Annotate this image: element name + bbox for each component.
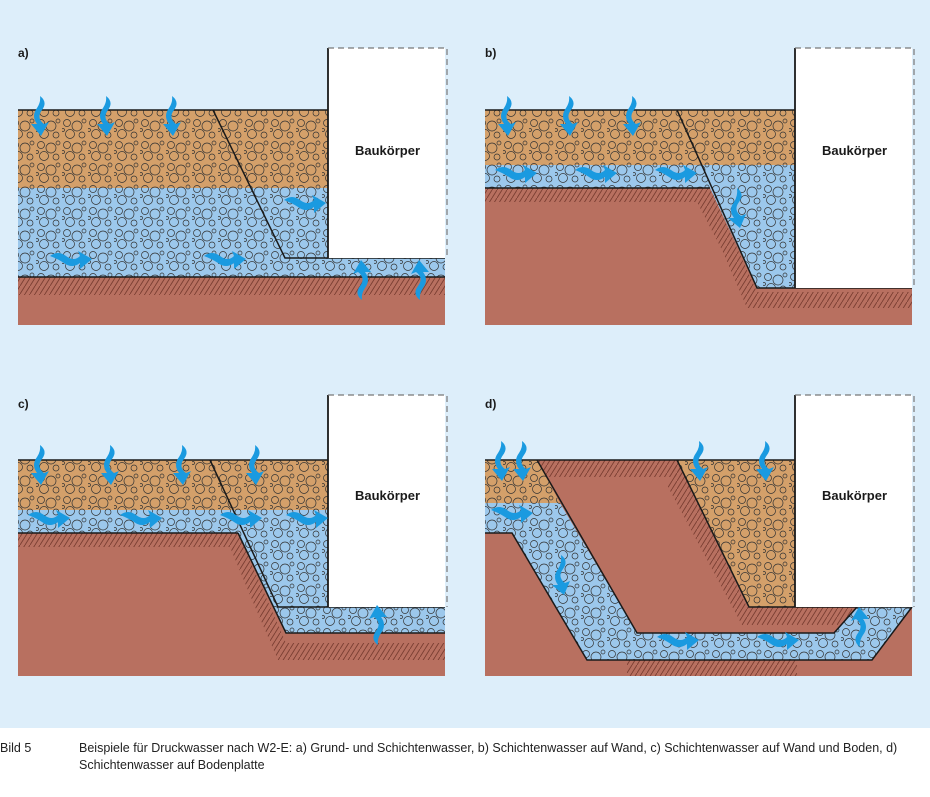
- arrow-up-icon: [353, 260, 371, 300]
- water-arrows: [495, 96, 746, 228]
- arrow-right-icon: [495, 165, 537, 183]
- panel-b-drawing: [485, 47, 915, 325]
- building-label: Baukörper: [355, 488, 421, 503]
- arrow-right-icon: [50, 251, 92, 269]
- arrow-down-icon: [560, 96, 578, 136]
- panel-d-drawing: [485, 394, 915, 676]
- caption-number: Bild 5: [0, 741, 32, 755]
- arrow-down-icon: [246, 445, 264, 485]
- water-arrows: [31, 96, 429, 300]
- arrow-down-icon: [31, 96, 49, 136]
- arrow-up-icon: [411, 260, 429, 300]
- arrow-right-icon: [120, 510, 162, 528]
- panel-c-drawing: [18, 394, 448, 676]
- caption-text: Beispiele für Druckwasser nach W2-E: a) …: [79, 741, 898, 772]
- arrow-up-icon: [851, 607, 869, 647]
- arrow-down-icon: [492, 441, 510, 481]
- panel-label: b): [485, 46, 497, 60]
- arrow-up-icon: [369, 605, 387, 645]
- arrow-down-icon: [173, 445, 191, 485]
- panel-b: b) Baukörper: [477, 30, 917, 330]
- panel-label: c): [18, 397, 29, 411]
- panel-a: a) Baukörper: [10, 30, 450, 330]
- figure-area: a) Baukörper: [0, 0, 930, 728]
- water-arrows: [491, 441, 869, 650]
- panel-a-drawing: [18, 47, 448, 325]
- arrow-down-icon: [97, 96, 115, 136]
- arrow-down-icon: [728, 188, 746, 228]
- arrow-down-icon: [101, 445, 119, 485]
- arrow-down-icon: [690, 441, 708, 481]
- arrow-right-icon: [220, 510, 262, 528]
- building-label: Baukörper: [355, 143, 421, 158]
- building: [795, 395, 912, 607]
- soil-hatch: [18, 277, 445, 295]
- arrow-right-icon: [757, 632, 799, 650]
- arrow-down-icon: [513, 441, 531, 481]
- arrow-down-icon: [552, 555, 570, 595]
- arrow-right-icon: [657, 632, 699, 650]
- arrow-right-icon: [575, 165, 617, 183]
- arrow-down-icon: [163, 96, 181, 136]
- arrow-down-icon: [498, 96, 516, 136]
- arrow-right-icon: [28, 510, 70, 528]
- arrow-right-icon: [491, 505, 533, 523]
- panel-label: a): [18, 46, 29, 60]
- arrow-down-icon: [31, 445, 49, 485]
- building-label: Baukörper: [822, 488, 888, 503]
- building: [328, 48, 445, 258]
- building-label: Baukörper: [822, 143, 888, 158]
- building: [328, 395, 445, 607]
- arrow-right-icon: [284, 195, 326, 213]
- building: [795, 48, 912, 288]
- arrow-right-icon: [655, 165, 697, 183]
- arrow-right-icon: [204, 251, 246, 269]
- arrow-down-icon: [623, 96, 641, 136]
- water-arrows: [28, 445, 387, 645]
- panel-label: d): [485, 397, 497, 411]
- panel-c: c) Baukörper: [10, 385, 450, 685]
- panel-d: d) Baukörper: [477, 385, 917, 685]
- arrow-down-icon: [756, 441, 774, 481]
- arrow-right-icon: [286, 510, 328, 528]
